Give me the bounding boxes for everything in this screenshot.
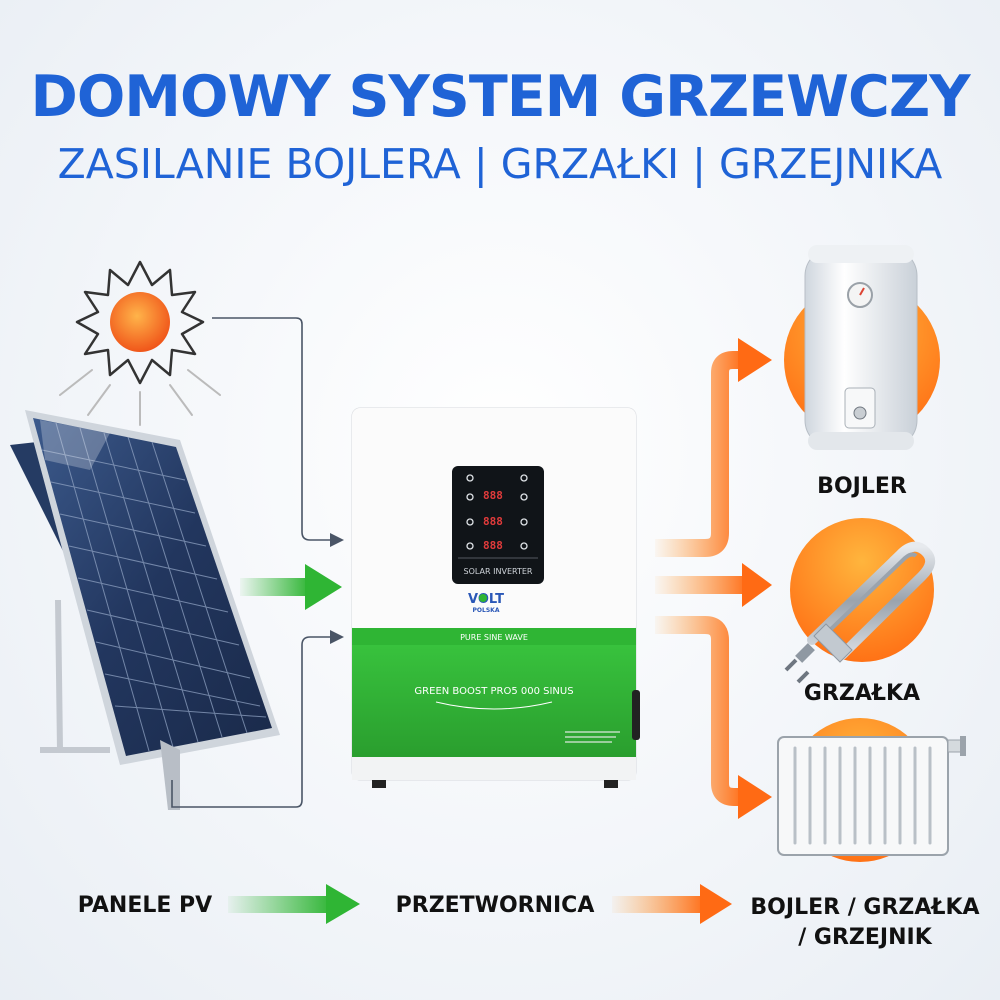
display-digits-3: 888 [483, 539, 503, 552]
inverter-device: 888 888 888 SOLAR INVERTER VOLT POLSKA P… [351, 407, 640, 788]
orange-arrow-up [655, 338, 772, 557]
band-label: PURE SINE WAVE [460, 633, 528, 642]
display-digits-2: 888 [483, 515, 503, 528]
boiler-icon [784, 245, 940, 450]
radiator-icon [777, 718, 966, 862]
sun-icon [59, 260, 221, 426]
display-digits-1: 888 [483, 489, 503, 502]
display-label: SOLAR INVERTER [464, 567, 533, 576]
flow-step-panele: PANELE PV [77, 893, 213, 918]
page-title: DOMOWY SYSTEM GRZEWCZY [30, 64, 971, 130]
brand-sub: POLSKA [473, 607, 500, 614]
flow-arrow-orange [612, 884, 732, 924]
green-arrow-in [240, 564, 342, 610]
wire-lines [171, 317, 332, 808]
flow-step-outputs-line1: BOJLER / GRZAŁKA [750, 895, 980, 920]
wire-arrow-top [330, 533, 344, 547]
brand-dot [479, 594, 487, 602]
output-label-bojler: BOJLER [817, 474, 907, 499]
flow-step-outputs-line2: / GRZEJNIK [798, 925, 932, 950]
flow-arrow-green [228, 884, 360, 924]
page-subtitle: ZASILANIE BOJLERA | GRZAŁKI | GRZEJNIKA [57, 140, 943, 188]
output-label-grzalka: GRZAŁKA [803, 681, 921, 706]
orange-arrow-mid [655, 563, 772, 607]
flow-step-outputs: BOJLER / GRZAŁKA / GRZEJNIK [740, 893, 990, 953]
orange-arrow-down [655, 616, 772, 819]
flow-step-przetwornica: PRZETWORNICA [395, 893, 595, 918]
heating-element-icon [784, 518, 936, 684]
solar-panel-icon [10, 410, 280, 810]
wire-arrow-bottom [330, 630, 344, 644]
model-label: GREEN BOOST PRO5 000 SINUS [414, 686, 573, 697]
